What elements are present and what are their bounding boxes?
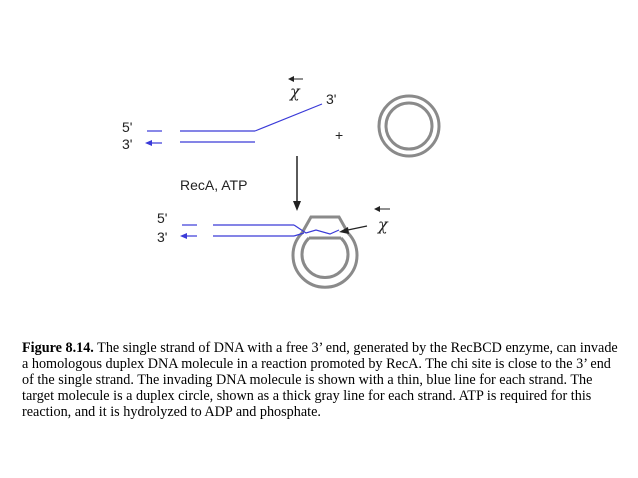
dloop-circle-inner (300, 236, 350, 280)
bottom-3prime-arrowhead (180, 233, 187, 239)
chi-arrowhead-bottom (374, 206, 380, 212)
invading-dna-top: 5' 3' 3' χ (122, 76, 336, 152)
circle-inner-strand (384, 101, 434, 151)
reaction-label: RecA, ATP (180, 177, 247, 193)
invasion-product-bottom: 5' 3' χ (157, 206, 390, 289)
bottom-5prime-label: 5' (157, 210, 167, 226)
caption-text: The single strand of DNA with a free 3’ … (22, 340, 618, 420)
displaced-strand-loop (300, 215, 350, 234)
chi-symbol-top: χ (289, 82, 301, 101)
target-duplex-circle (377, 94, 441, 158)
top-3prime-label: 3' (122, 136, 132, 152)
chi-pointer-head (339, 227, 349, 234)
chi-symbol-bottom: χ (377, 215, 389, 234)
overhang-3prime-label: 3' (326, 91, 336, 107)
invading-strand-in-loop (293, 224, 340, 235)
recombination-diagram: 5' 3' 3' χ + RecA, ATP 5' 3' (122, 76, 441, 289)
invading-partner-strand (293, 232, 305, 237)
chi-arrowhead-top (288, 76, 294, 82)
figure-caption: Figure 8.14. The single strand of DNA wi… (22, 340, 622, 420)
figure-label: Figure 8.14. (22, 340, 94, 356)
single-strand-overhang (254, 103, 323, 132)
dloop-circle-outer (291, 231, 359, 289)
reaction-arrow-head (293, 201, 301, 211)
top-3prime-arrowhead (145, 140, 152, 146)
bottom-3prime-label: 3' (157, 229, 167, 245)
top-5prime-label: 5' (122, 119, 132, 135)
reaction-arrow: RecA, ATP (180, 156, 301, 211)
circle-outer-strand (377, 94, 441, 158)
plus-sign: + (335, 127, 343, 143)
